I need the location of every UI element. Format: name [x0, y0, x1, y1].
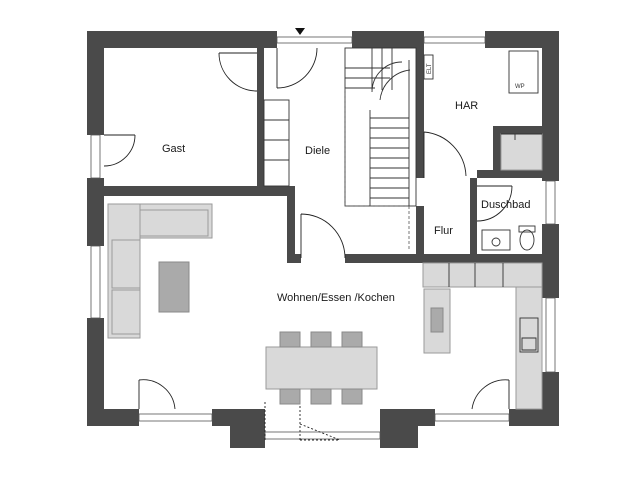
stair-diele-steps — [264, 119, 289, 161]
dining-set — [265, 331, 378, 405]
sink-basin — [521, 337, 537, 351]
interior-walls — [104, 48, 542, 263]
door-bath — [476, 185, 513, 222]
living-furniture — [107, 203, 213, 339]
wall-top-right — [485, 31, 559, 48]
wall-left-lower — [87, 318, 104, 426]
wall-top-middle — [352, 31, 424, 48]
room-label-gast: Gast — [162, 143, 185, 155]
stair-steps-straight — [369, 60, 410, 206]
cooktop — [430, 307, 444, 333]
exterior-walls — [87, 31, 559, 448]
coffee-table — [158, 261, 190, 313]
wall-har-right-top — [493, 126, 542, 134]
wall-diele-left-lower — [287, 186, 295, 263]
wall-bay-left — [230, 420, 265, 448]
wall-right-upper — [542, 31, 559, 181]
chair-top-3 — [341, 331, 363, 348]
window-right-bath — [545, 180, 556, 225]
elt-box — [423, 54, 434, 80]
toilet-tank — [518, 225, 536, 233]
sink — [519, 317, 539, 353]
toilet — [519, 229, 535, 251]
wall-bay-right — [380, 420, 418, 448]
door-gast-window — [103, 134, 136, 167]
doors — [103, 28, 513, 441]
wall-bottom-right — [509, 409, 559, 426]
door-gast — [218, 52, 258, 92]
room-label-diele: Diele — [305, 145, 330, 157]
staircase — [263, 47, 417, 250]
wall-right-middle — [542, 224, 559, 298]
chair-bottom-3 — [341, 388, 363, 405]
window-left-gast — [90, 134, 101, 179]
wall-gast-diele — [257, 48, 264, 96]
wall-diele-bottom-right — [345, 254, 423, 263]
entrance-arrow-icon — [295, 28, 305, 35]
elt-label: ELT — [427, 63, 433, 74]
wall-bath-left — [470, 178, 477, 255]
washbasin-drain — [491, 237, 501, 247]
chair-top-2 — [310, 331, 332, 348]
har-equipment: WP ELT — [423, 50, 539, 94]
heat-pump — [508, 50, 539, 94]
window-top-har — [423, 36, 486, 44]
stair-steps-curved — [345, 48, 411, 101]
wall-top-left — [87, 31, 277, 48]
room-label-duschbad: Duschbad — [481, 199, 531, 211]
window-bottom-left — [138, 413, 213, 422]
dining-table — [265, 346, 378, 390]
wall-bottom-left — [87, 409, 139, 426]
window-right-kitchen — [545, 297, 556, 373]
wall-flur-left — [416, 206, 424, 263]
chair-bottom-1 — [279, 388, 301, 405]
windows — [90, 36, 556, 440]
heat-pump-label: WP — [515, 84, 525, 90]
wall-gast-bottom — [104, 186, 294, 196]
sofa-seat-1 — [139, 209, 209, 237]
wall-stair-har — [416, 48, 424, 178]
wall-bath-bottom — [423, 254, 542, 263]
window-bottom-right — [434, 413, 510, 422]
window-top-entrance — [276, 36, 353, 44]
shower — [500, 133, 543, 171]
room-label-flur: Flur — [434, 225, 453, 237]
kitchen-counter-dividers — [448, 263, 504, 287]
sofa-seat-2 — [111, 239, 141, 289]
wall-har-right — [493, 126, 501, 178]
sofa-seat-3 — [111, 289, 141, 335]
chair-bottom-2 — [310, 388, 332, 405]
chair-top-1 — [279, 331, 301, 348]
wall-gast-diele-lower — [257, 96, 264, 190]
room-labels: Gast Diele HAR Duschbad Flur Wohnen/Esse… — [162, 100, 531, 304]
room-label-har: HAR — [455, 100, 478, 112]
bathroom-fixtures — [481, 133, 543, 251]
door-entrance — [276, 47, 318, 89]
kitchen — [422, 262, 543, 410]
room-label-wohnen: Wohnen/Essen /Kochen — [277, 292, 395, 304]
wall-left-middle — [87, 178, 104, 246]
door-har — [423, 131, 467, 178]
window-left-living — [90, 245, 101, 319]
washbasin — [481, 229, 511, 251]
shower-glass — [501, 133, 542, 140]
wall-diele-bottom — [287, 254, 301, 263]
stair-diele — [263, 99, 290, 187]
door-terrace-right — [471, 379, 510, 410]
stair-dashed — [344, 88, 410, 250]
wall-left-upper — [87, 31, 104, 135]
door-diele-living — [300, 213, 346, 259]
door-terrace-left — [138, 379, 176, 410]
kitchen-counter-top — [422, 262, 543, 288]
wall-har-bottom — [477, 170, 542, 178]
